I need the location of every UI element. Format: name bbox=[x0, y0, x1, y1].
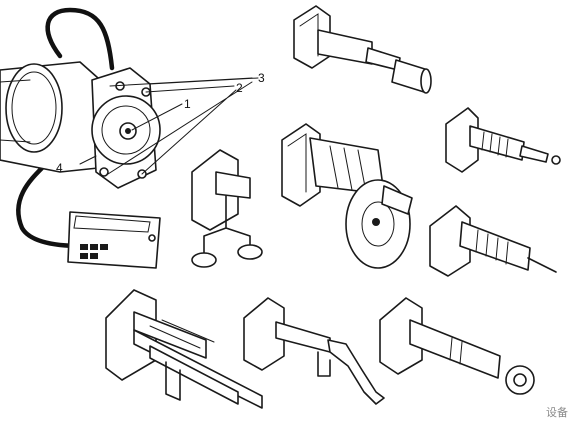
watermark: 设备 bbox=[546, 405, 568, 419]
ratchet-tool bbox=[379, 297, 535, 395]
callout-3: 3 bbox=[258, 71, 265, 85]
spindle-tool bbox=[445, 107, 561, 173]
control-cord bbox=[16, 165, 85, 249]
flanged-motor bbox=[0, 7, 259, 249]
drill-attachment bbox=[293, 5, 432, 94]
motor-end-cap bbox=[5, 63, 63, 153]
control-box bbox=[67, 211, 161, 269]
callout-2: 2 bbox=[236, 81, 243, 95]
power-cord bbox=[45, 7, 115, 71]
screwdriver-tool bbox=[429, 205, 557, 277]
nozzle-tool bbox=[243, 297, 385, 405]
callout-4: 4 bbox=[56, 161, 63, 175]
stand-tool bbox=[191, 149, 263, 268]
leader-lines bbox=[79, 77, 259, 175]
rail-fixture bbox=[105, 289, 263, 409]
callout-1: 1 bbox=[184, 97, 191, 111]
angle-grinder bbox=[281, 123, 413, 269]
